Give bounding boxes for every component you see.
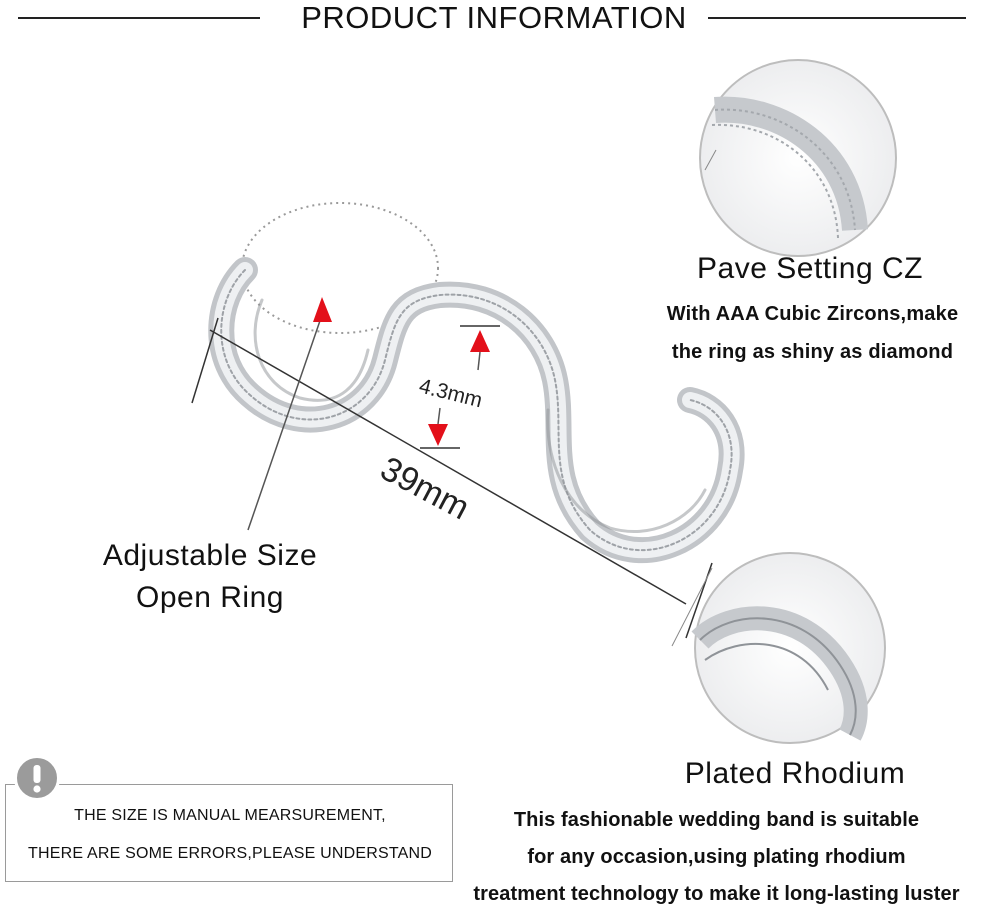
adjustable-size-label: Adjustable Size Open Ring: [60, 535, 360, 619]
header-rule-right: [708, 17, 966, 19]
header-rule-left: [18, 17, 260, 19]
plated-desc-line1: This fashionable wedding band is suitabl…: [513, 809, 920, 831]
plated-leader-line: [671, 567, 713, 647]
width-dimension-tick-left: [191, 317, 219, 404]
size-notice-box: THE SIZE IS MANUAL MEARSUREMENT, THERE A…: [5, 784, 453, 882]
adjustable-pointer-arrow: [247, 297, 332, 531]
height-dimension: [420, 325, 500, 449]
plated-rhodium-title: Plated Rhodium: [684, 757, 906, 790]
plated-rhodium-description: This fashionable wedding band is suitabl…: [445, 802, 988, 913]
plated-desc-line3: treatment technology to make it long-las…: [473, 883, 960, 905]
pave-desc-line1: With AAA Cubic Zircons,make: [666, 303, 959, 325]
notice-line1: THE SIZE IS MANUAL MEARSUREMENT,: [74, 807, 386, 824]
pave-setting-title: Pave Setting CZ: [697, 252, 923, 285]
adjustable-line1: Adjustable Size: [102, 539, 318, 572]
exclamation-icon: [14, 755, 60, 801]
pave-zoom-circle: [699, 59, 897, 257]
plated-desc-line2: for any occasion,using plating rhodium: [527, 846, 906, 868]
pave-leader-line: [704, 149, 717, 171]
width-dimension-line: [209, 329, 687, 605]
width-dimension-label: 39mm: [374, 450, 475, 528]
adjustable-line2: Open Ring: [136, 581, 284, 614]
ring-body: [208, 257, 745, 564]
pave-desc-line2: the ring as shiny as diamond: [671, 341, 954, 363]
page-title: PRODUCT INFORMATION: [301, 0, 687, 35]
pave-setting-description: With AAA Cubic Zircons,make the ring as …: [640, 295, 985, 371]
height-dimension-label: 4.3mm: [417, 375, 485, 413]
plated-zoom-circle: [691, 552, 886, 744]
notice-line2: THERE ARE SOME ERRORS,PLEASE UNDERSTAND: [27, 845, 433, 862]
